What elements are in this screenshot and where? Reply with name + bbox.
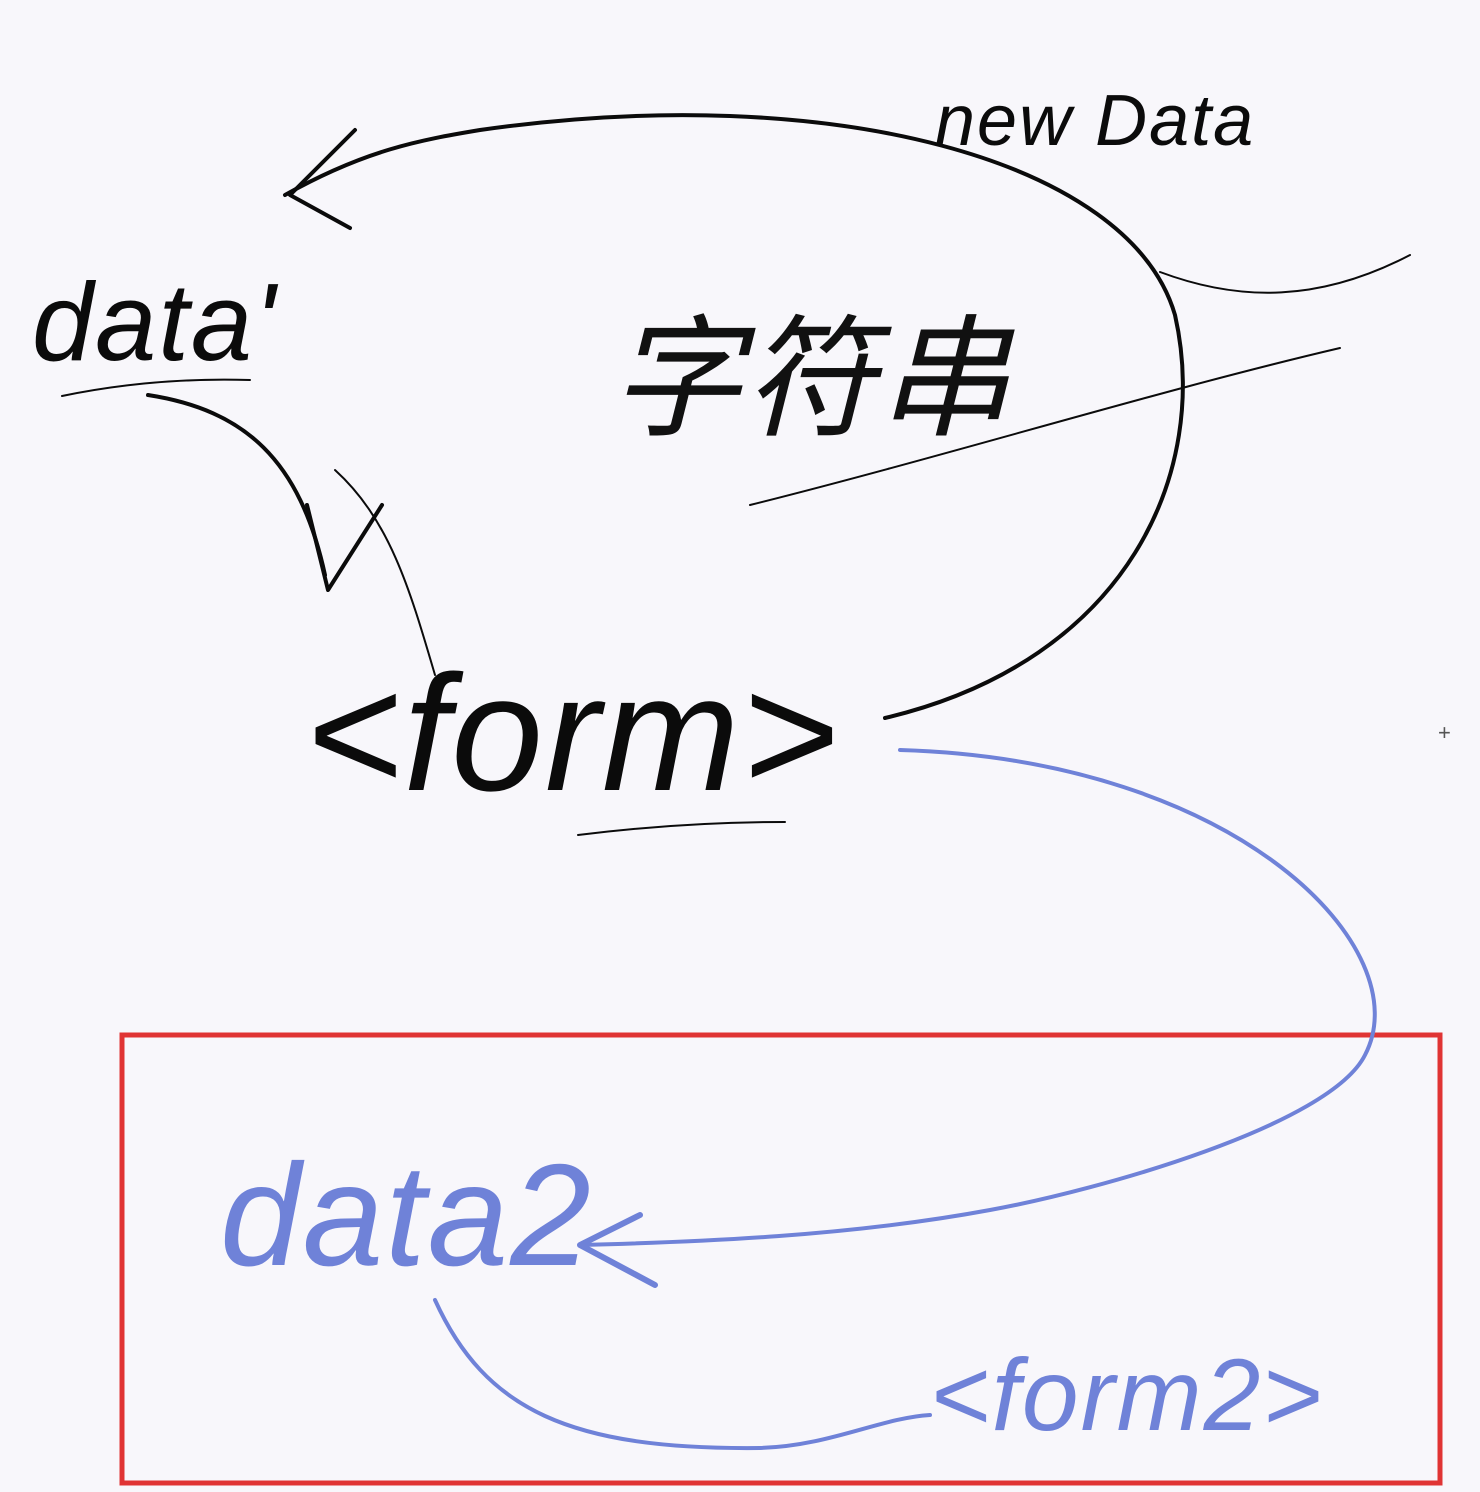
form-to-data2-curve — [578, 748, 1377, 1247]
label-data-prime: data' — [32, 261, 279, 384]
plus-icon: + — [1438, 720, 1451, 745]
label-form2: <form2> — [930, 1338, 1324, 1452]
feedback-curve — [283, 113, 1185, 720]
label-form: <form> — [305, 641, 840, 825]
data-to-form-shadow-curve — [334, 469, 436, 676]
label-chinese-note: 字符串 — [610, 306, 1015, 453]
label-new-data: new Data — [935, 81, 1255, 161]
form-underline — [577, 821, 786, 836]
form-to-data2-arrowhead — [577, 1212, 658, 1288]
data2-to-form2-curve — [433, 1298, 932, 1451]
chinese-tail-stroke — [1159, 254, 1411, 294]
data-to-form-curve — [146, 393, 327, 577]
feedback-arrowhead — [288, 128, 357, 230]
label-data2: data2 — [220, 1134, 593, 1296]
chinese-underline — [749, 347, 1341, 506]
data-underline — [61, 378, 251, 397]
data-to-form-arrowhead — [305, 503, 384, 592]
red-highlight-box — [119, 1032, 1443, 1486]
